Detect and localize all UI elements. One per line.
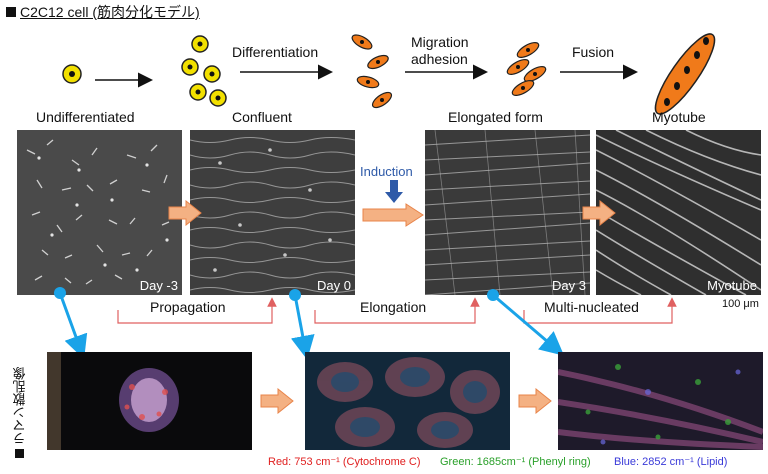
bullet-square-icon xyxy=(15,449,25,458)
adhesion-cells-icon xyxy=(506,42,547,96)
confluent-cells-icon xyxy=(181,35,227,107)
micrograph-confluent: Day 0 xyxy=(190,130,355,295)
induction-down-arrow-icon xyxy=(385,180,403,203)
day-label-myotube: Myotube xyxy=(707,278,757,293)
migrating-cells-icon xyxy=(351,34,393,109)
stage-fusion-label: Fusion xyxy=(572,44,615,60)
legend-red: Red: 753 cm⁻¹ (Cytochrome C) xyxy=(268,456,421,468)
myotube-icon xyxy=(654,33,716,115)
raman-image-myotube xyxy=(558,352,763,450)
stage-differentiation-label: Differentiation xyxy=(232,44,319,60)
phase-propagation: Propagation xyxy=(150,299,226,315)
scale-bar-label: 100 μm xyxy=(722,298,759,310)
day-label-minus3: Day -3 xyxy=(139,278,178,293)
panel-arrow-1 xyxy=(168,200,202,226)
raman-arrow-2 xyxy=(518,388,552,414)
raman-arrow-1 xyxy=(260,388,294,414)
stage-migration-label: Migration adhesion xyxy=(411,34,469,67)
side-label: ラマン散乱像 xyxy=(10,338,30,458)
legend-blue: Blue: 2852 cm⁻¹ (Lipid) xyxy=(614,456,728,468)
raman-image-confluent xyxy=(305,352,510,450)
differentiation-schematic xyxy=(62,33,716,115)
figure-title: C2C12 cell (筋肉分化モデル) xyxy=(6,2,200,22)
micrograph-myotube: Myotube xyxy=(596,130,761,295)
panel-arrow-3 xyxy=(582,200,616,226)
panel-label-undifferentiated: Undifferentiated xyxy=(36,109,135,125)
undifferentiated-cell-icon xyxy=(62,64,82,84)
panel-arrow-induction xyxy=(362,203,424,227)
phase-multinucleated: Multi-nucleated xyxy=(544,299,639,315)
day-label-0: Day 0 xyxy=(317,278,351,293)
micrograph-undifferentiated: Day -3 xyxy=(17,130,182,295)
induction-label: Induction xyxy=(360,164,413,179)
legend-green: Green: 1685cm⁻¹ (Phenyl ring) xyxy=(440,456,591,468)
raman-image-undifferentiated xyxy=(47,352,252,450)
phase-brackets xyxy=(117,297,677,324)
day-label-3: Day 3 xyxy=(552,278,586,293)
panel-label-myotube: Myotube xyxy=(652,109,706,125)
phase-elongation: Elongation xyxy=(360,299,427,315)
raman-pointers xyxy=(54,287,565,360)
bullet-square-icon xyxy=(6,7,16,17)
panel-label-elongated: Elongated form xyxy=(448,109,543,125)
panel-label-confluent: Confluent xyxy=(232,109,292,125)
micrograph-elongated: Day 3 xyxy=(425,130,590,295)
